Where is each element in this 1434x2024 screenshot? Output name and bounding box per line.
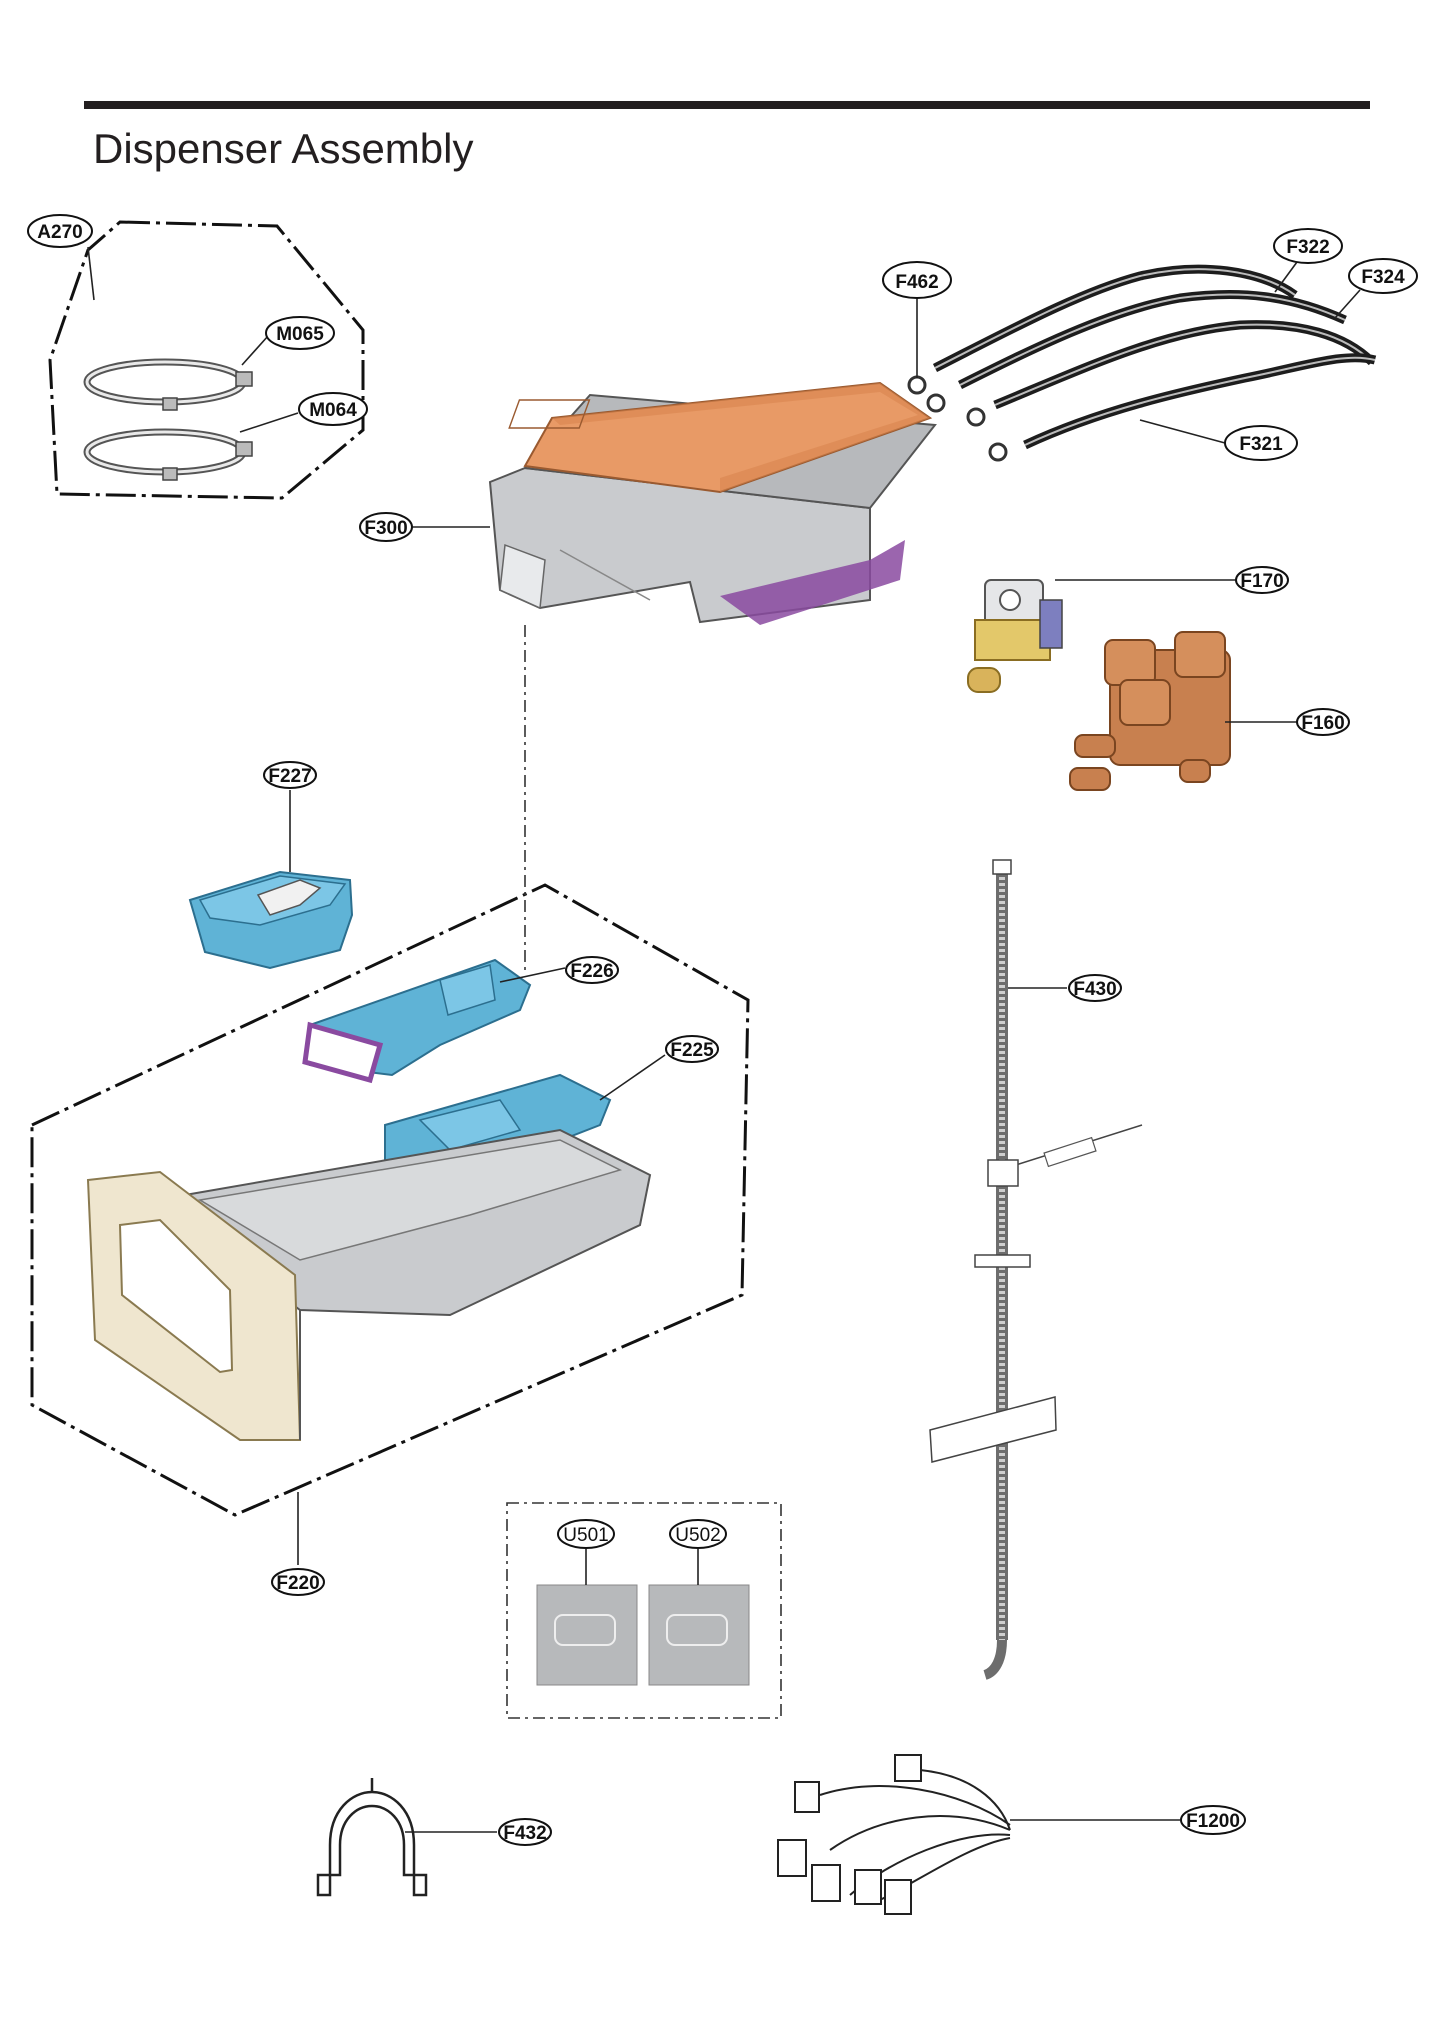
page-title: Dispenser Assembly [93,125,474,172]
u-labels-group-outline [506,1502,782,1719]
part-u501-label[interactable] [536,1584,638,1686]
callout-f1200[interactable]: F1200 [1180,1805,1246,1835]
callout-f225[interactable]: F225 [665,1035,719,1063]
svg-text:U502: U502 [675,1525,720,1546]
part-f324-hose[interactable] [957,289,1347,390]
svg-text:F160: F160 [1301,713,1344,734]
svg-text:M064: M064 [309,400,357,421]
title-rule [84,101,1370,109]
leader-a270 [87,246,95,301]
part-f160-water-valve[interactable] [1069,631,1231,791]
svg-text:F322: F322 [1286,237,1329,258]
part-f226-dispenser-insert[interactable] [302,958,532,1084]
leader-f322 [1274,261,1298,293]
callout-f432[interactable]: F432 [498,1818,552,1846]
leader-m064 [239,412,299,433]
svg-text:F430: F430 [1073,979,1116,1000]
callout-f321[interactable]: F321 [1224,425,1298,461]
part-m064-inlet-hose[interactable] [83,428,253,481]
part-f300-dispenser-housing[interactable] [488,381,937,625]
part-f321-hose[interactable] [1023,353,1377,450]
f220-group-outline [30,883,750,1517]
leader-f226 [499,967,566,983]
callout-f324[interactable]: F324 [1348,258,1418,294]
svg-text:F226: F226 [570,961,613,982]
callout-f462[interactable]: F462 [882,261,952,299]
svg-text:F432: F432 [503,1823,546,1844]
svg-text:F300: F300 [364,518,407,539]
svg-text:F220: F220 [276,1573,319,1594]
callout-f227[interactable]: F227 [263,761,317,789]
part-f322-hose[interactable] [932,264,1298,373]
part-u502-label[interactable] [648,1584,750,1686]
part-f462-hose-clamps[interactable] [907,375,1008,462]
part-f321-hose-upper[interactable] [993,320,1376,410]
callout-f170[interactable]: F170 [1235,566,1289,594]
callout-u501[interactable]: U501 [557,1519,615,1549]
svg-text:F321: F321 [1239,434,1283,455]
part-m065-inlet-hose[interactable] [83,358,253,411]
svg-text:F324: F324 [1361,267,1405,288]
callout-m065[interactable]: M065 [265,316,335,350]
svg-text:M065: M065 [276,324,324,345]
svg-text:F225: F225 [670,1040,714,1061]
svg-text:U501: U501 [563,1525,608,1546]
callout-f226[interactable]: F226 [565,956,619,984]
callout-f300[interactable]: F300 [359,512,413,542]
svg-text:A270: A270 [37,222,82,243]
part-f1200-wire-harness[interactable] [777,1754,1011,1915]
part-f430-pressure-hose[interactable] [929,859,1143,1680]
callout-u502[interactable]: U502 [669,1519,727,1549]
leader-f225 [599,1054,666,1101]
part-f432-hose-holder[interactable] [316,1778,428,1897]
svg-text:F227: F227 [268,766,311,787]
callout-f430[interactable]: F430 [1068,974,1122,1002]
callout-m064[interactable]: M064 [298,392,368,426]
part-f170-water-valve[interactable] [967,579,1063,693]
callout-f322[interactable]: F322 [1273,228,1343,264]
callout-f160[interactable]: F160 [1296,708,1350,736]
part-f220-dispenser-drawer[interactable] [86,1128,652,1441]
svg-text:F462: F462 [895,272,938,293]
leader-m065 [241,335,269,366]
callout-a270[interactable]: A270 [27,214,93,248]
leader-f321 [1139,419,1226,444]
leader-f324 [1334,289,1361,319]
a270-group-outline [48,220,365,500]
callout-f220[interactable]: F220 [271,1568,325,1596]
svg-text:F1200: F1200 [1186,1811,1240,1832]
part-f227-softener-cap[interactable] [188,870,354,970]
svg-text:F170: F170 [1240,571,1283,592]
part-a270-hose-set[interactable] [48,220,365,500]
